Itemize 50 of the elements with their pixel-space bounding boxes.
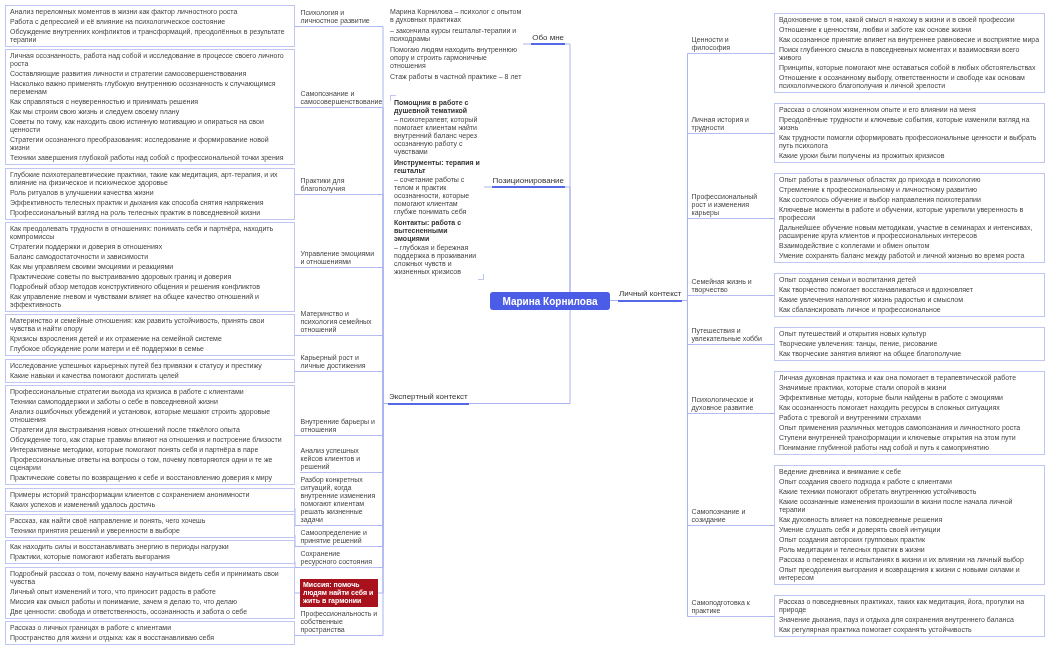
note-card [5,513,295,538]
note-card [5,566,295,619]
connector-line [483,186,492,188]
connector-line [768,295,775,296]
note-card [5,314,295,357]
main-topic-label: Обо мне [531,32,565,45]
note-card [774,371,1045,455]
bracket-frame [390,95,484,280]
connector-line [294,371,301,372]
main-topic-label: Позиционирование [491,175,565,188]
note-card [774,595,1045,637]
note-card [5,358,295,383]
connector-line [294,26,301,27]
connector-line [564,186,571,293]
note-card [774,465,1045,585]
connector-line [294,267,301,268]
connector-line [768,218,775,219]
connector-line [294,194,301,195]
connector-line [768,413,775,414]
connector-line [294,107,301,108]
note-card [774,103,1045,163]
connector-line [768,53,775,54]
connector-line [522,43,532,45]
connector-line [609,300,619,301]
note-card [5,621,295,645]
connector-line [768,133,775,134]
main-topic-label: Экспертный контекст [388,392,469,405]
connector-line [377,403,389,636]
connector-line [682,300,692,617]
connector-line [294,335,301,336]
note-card [5,5,295,47]
note-card [5,540,295,565]
connector-line [768,616,775,617]
note-card [5,222,295,313]
note-card [5,487,295,512]
note-card [774,273,1045,317]
note-card [774,13,1045,93]
note-card [774,173,1045,263]
note-card [774,327,1045,361]
central-topic: Марина Корнилова [490,292,610,310]
note-card [5,385,295,486]
main-topic-label: Личный контекст [618,289,683,302]
note-card [5,49,295,166]
note-card [5,167,295,220]
connector-line [294,435,301,436]
connector-line [294,592,301,594]
connector-line [768,344,775,345]
connector-line [294,635,301,636]
connector-line [768,525,775,526]
connector-line [468,309,571,404]
